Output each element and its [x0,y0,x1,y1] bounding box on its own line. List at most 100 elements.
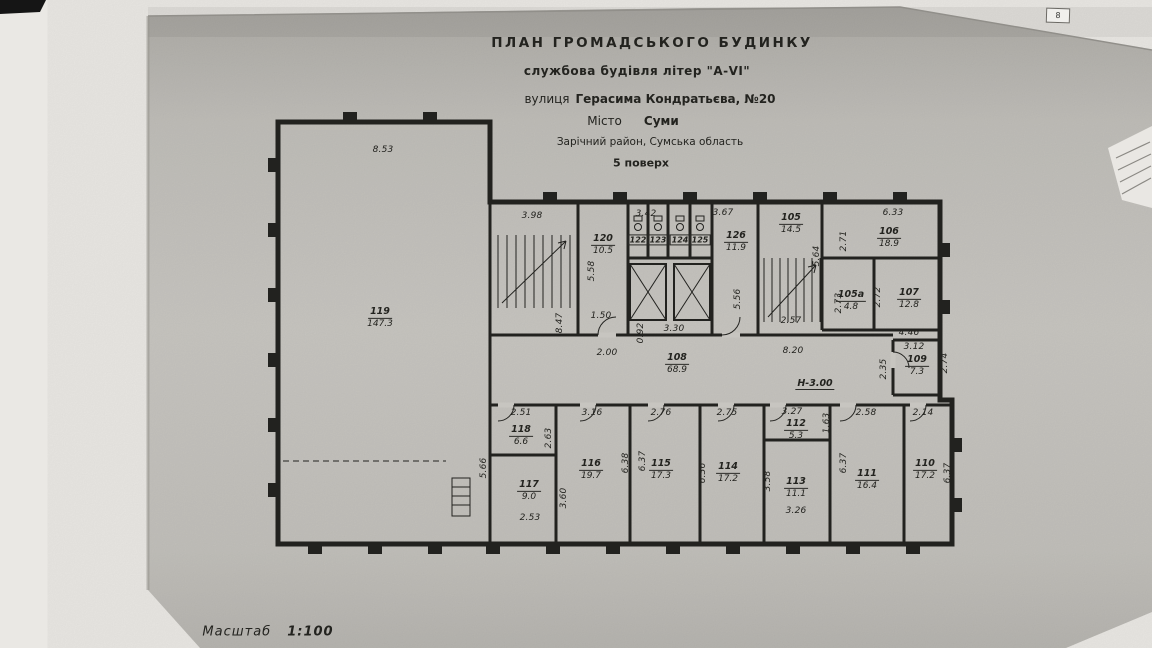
dim-2-75: 2.75 [716,408,738,418]
room-area: 17.2 [914,470,936,481]
dim-1-63: 1.63 [822,412,832,434]
dashed-detail-room119 [283,460,471,517]
ceiling-height-mark: Н-3.00 [795,378,835,390]
staircase-right [763,258,821,322]
dim-8-53: 8.53 [372,145,394,155]
room-number: 120 [591,232,615,246]
dim-3-26: 3.26 [785,506,807,516]
dim-5-64: 5.64 [812,245,822,267]
room-area: 12.8 [898,299,920,310]
pilasters [268,112,962,554]
district-line: Зарічний район, Сумська область [556,136,744,148]
room-number: 114 [716,460,740,474]
dim-3-42: 3.42 [635,209,657,219]
dim-2-57: 2.57 [780,316,802,326]
room-number: 112 [784,417,808,431]
room-area: 17.2 [717,473,739,484]
room-number: 113 [784,475,808,489]
dim-3-12: 3.12 [903,342,925,352]
room-area: 5.3 [788,430,804,441]
room-number: 111 [855,467,879,481]
page-number: 8 [1045,7,1071,24]
room-label-123: 123 [647,234,669,246]
scale-label: Масштаб [202,624,272,640]
elevator-shafts [629,263,711,321]
room-number: 105 [779,211,803,225]
room-number: 116 [579,457,603,471]
dim-6-36: 6.36 [698,462,708,484]
dim-2-35: 2.35 [879,358,889,380]
dim-2-00: 2.00 [596,348,618,358]
room-number: 107 [897,286,921,300]
dim-6-38: 6.38 [621,452,631,474]
dim-2-73: 2.73 [834,292,844,314]
room-number: 110 [913,457,937,471]
dim-2-14: 2.14 [912,408,934,418]
dim-3-30: 3.30 [663,324,685,334]
room-area: 19.7 [580,470,602,481]
dim-3-67: 3.67 [712,208,734,218]
room-area: 11.1 [785,488,807,499]
dim-6-37-c: 6.37 [943,462,953,484]
dim-8-20: 8.20 [782,346,804,356]
dim-2-51: 2.51 [510,408,532,418]
room-number: 123 [647,234,669,246]
dim-4-46: 4.46 [898,328,920,338]
room-number: 119 [368,305,392,319]
outer-walls [275,119,955,547]
room-number: 124 [669,234,691,246]
scale-value: 1:100 [287,624,334,640]
dim-2-74: 2.74 [940,352,950,374]
street-value: Герасима Кондратьєва, №20 [575,92,776,106]
dim-1-50: 1.50 [590,311,612,321]
room-number: 122 [627,234,649,246]
room-area: 11.9 [725,242,747,253]
dim-2-58: 2.58 [855,408,877,418]
dim-0-92: 0.92 [636,322,646,344]
room-area: 17.3 [650,470,672,481]
room-number: 108 [665,351,689,365]
room-area: 9.0 [521,491,537,502]
room-area: 68.9 [666,364,688,375]
dim-6-37-a: 6.37 [638,450,648,472]
dim-3-16: 3.16 [581,408,603,418]
dim-6-37-b: 6.37 [839,452,849,474]
interior-walls [488,202,952,544]
room-area: 10.5 [592,245,614,256]
dim-5-66: 5.66 [479,457,489,479]
room-area: 147.3 [367,318,393,329]
room-number: 118 [509,423,533,437]
dim-3-98: 3.98 [521,211,543,221]
room-number: 126 [724,229,748,243]
dim-2-71: 2.71 [839,230,849,252]
toilet-fixtures [633,215,705,231]
room-area: 4.8 [843,301,859,312]
staircase-left [497,235,571,308]
scale-note: Масштаб 1:100 [202,625,333,640]
room-area: 6.6 [513,436,529,447]
dim-5-56: 5.56 [733,288,743,310]
room-area: 7.3 [909,366,925,377]
room-number: 106 [877,225,901,239]
dim-2-72: 2.72 [873,286,883,308]
room-area: 16.4 [856,480,878,491]
building-subtitle: службова будівля літер "А-VI" [523,64,751,78]
dim-3-60: 3.60 [559,487,569,509]
